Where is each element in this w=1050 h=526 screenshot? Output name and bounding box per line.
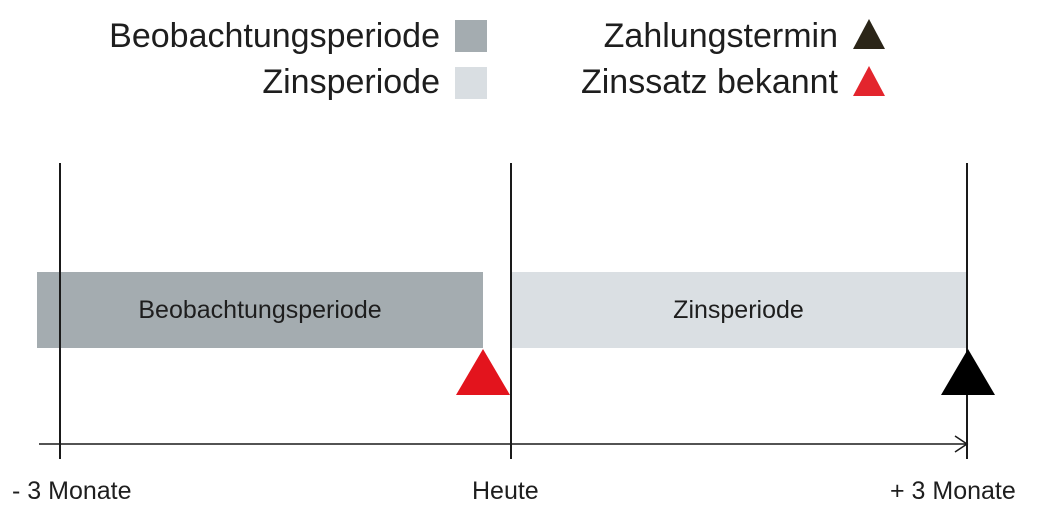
rate-known-marker-icon <box>456 349 510 395</box>
time-axis-arrow <box>39 435 969 453</box>
end-time-line <box>966 163 968 459</box>
legend-payment-label: Zahlungstermin <box>603 17 838 55</box>
dark-triangle-icon <box>853 19 885 49</box>
observation-period-bar-label: Beobachtungsperiode <box>138 295 382 324</box>
legend-rate-known-label: Zinssatz bekannt <box>580 63 838 101</box>
payment-date-marker-icon <box>941 349 995 395</box>
axis-start-label: - 3 Monate <box>12 477 132 505</box>
axis-end-label: + 3 Monate <box>890 477 1016 505</box>
interest-period-bar: Zinsperiode <box>511 272 966 348</box>
axis-today-label: Heute <box>472 477 539 505</box>
interest-period-bar-label: Zinsperiode <box>673 295 804 324</box>
red-triangle-icon <box>853 66 885 96</box>
today-time-line <box>510 163 512 459</box>
legend-observation-label: Beobachtungsperiode <box>109 17 440 55</box>
observation-period-bar: Beobachtungsperiode <box>37 272 483 348</box>
legend-observation-swatch <box>455 20 487 52</box>
legend-interest-swatch <box>455 67 487 99</box>
start-time-line <box>59 163 61 459</box>
legend-interest-label: Zinsperiode <box>262 63 440 101</box>
